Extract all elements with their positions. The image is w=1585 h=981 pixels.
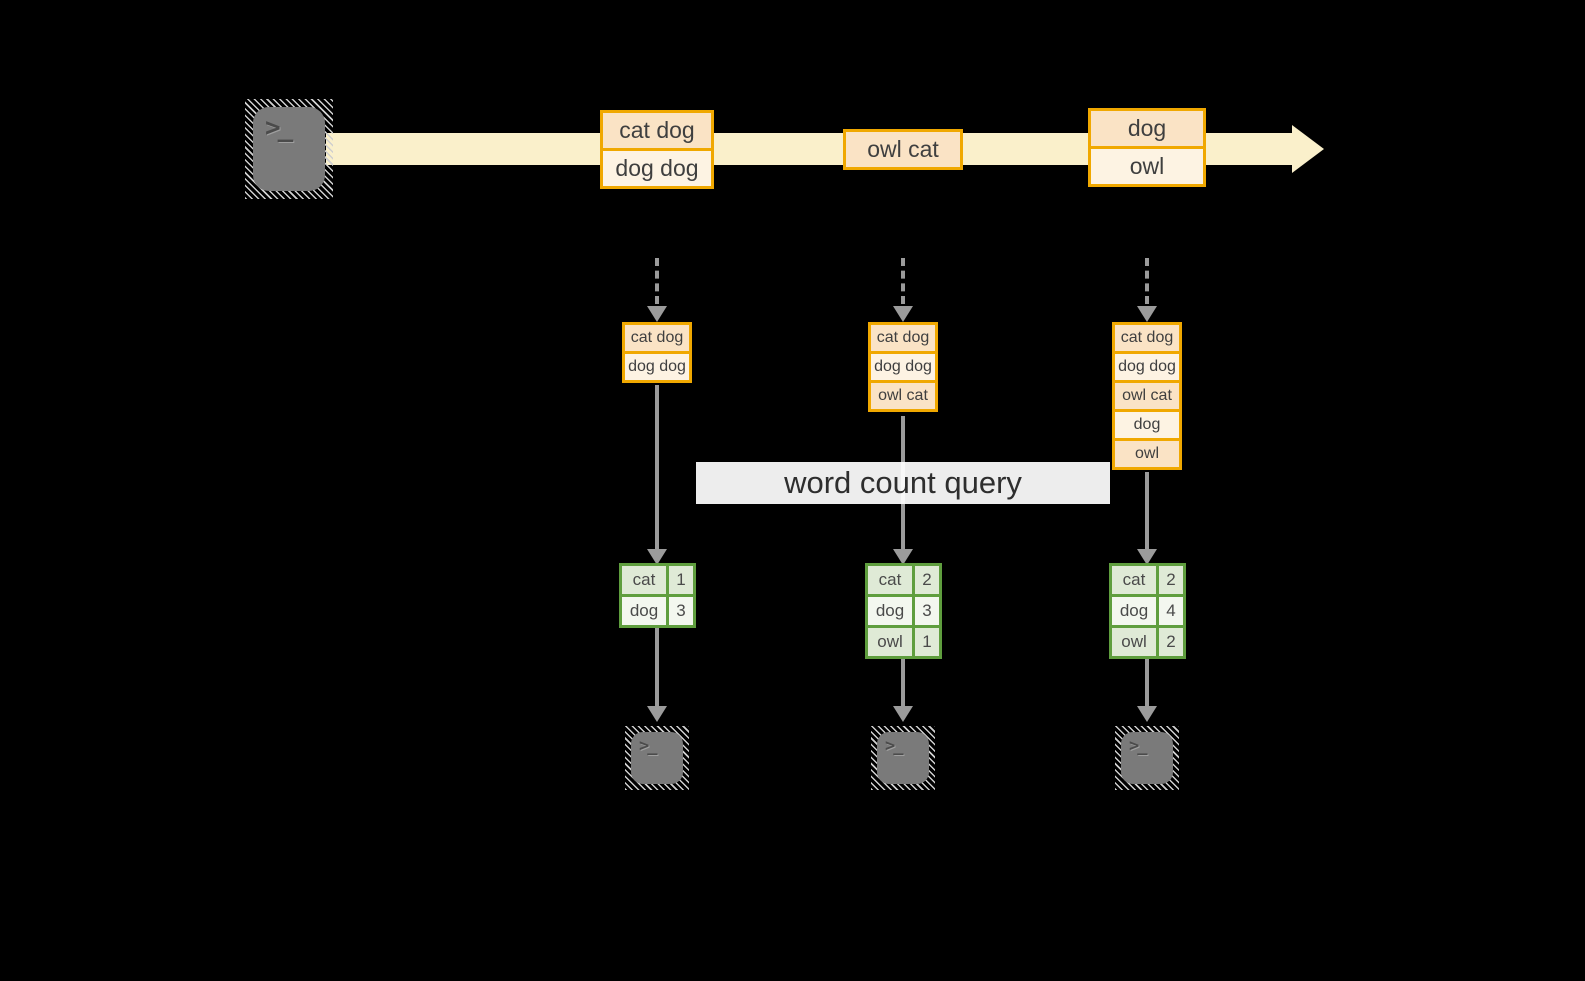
stream-batch-1: cat dog dog dog [600,110,714,189]
table-row: dog 3 [622,597,693,625]
count-table-1: cat 1 dog 3 [619,563,696,628]
arrowhead-icon [647,549,667,565]
count-cell: 4 [1159,597,1183,625]
word-cell: dog [1112,597,1156,625]
state-box-2: cat dog dog dog owl cat [868,322,938,412]
terminal-sink-icon: >_ [1115,726,1179,790]
word-cell: owl [1112,628,1156,656]
count-cell: 2 [1159,628,1183,656]
arrowhead-icon [647,306,667,322]
terminal-sink-icon: >_ [871,726,935,790]
terminal-window: >_ [631,732,683,784]
table-row: owl 2 [1112,628,1183,656]
arrowhead-icon [893,549,913,565]
count-cell: 1 [669,566,693,594]
stream-batch-2: owl cat [843,129,963,170]
count-cell: 1 [915,628,939,656]
terminal-source-icon: >_ [245,99,333,199]
terminal-prompt-icon: >_ [1129,736,1148,756]
terminal-prompt-icon: >_ [885,736,904,756]
batch-row: owl cat [846,132,960,167]
word-cell: dog [622,597,666,625]
count-cell: 2 [915,566,939,594]
arrowhead-icon [1137,306,1157,322]
table-row: dog 4 [1112,597,1183,625]
state-row: dog dog [1115,354,1179,380]
arrowhead-icon [1137,549,1157,565]
arrowhead-icon [893,306,913,322]
count-table-2: cat 2 dog 3 owl 1 [865,563,942,659]
count-cell: 3 [669,597,693,625]
terminal-window: >_ [253,107,325,191]
arrowhead-icon [893,706,913,722]
word-cell: cat [1112,566,1156,594]
state-row: dog dog [625,354,689,380]
query-label-text: word count query [784,465,1022,500]
arrowhead-icon [647,706,667,722]
state-box-1: cat dog dog dog [622,322,692,383]
word-cell: cat [622,566,666,594]
table-row: dog 3 [868,597,939,625]
state-box-3: cat dog dog dog owl cat dog owl [1112,322,1182,470]
state-row: cat dog [871,325,935,351]
count-cell: 3 [915,597,939,625]
table-row: cat 1 [622,566,693,594]
stream-arrow-head-icon [1292,125,1324,173]
state-row: dog dog [871,354,935,380]
terminal-prompt-icon: >_ [265,113,293,143]
batch-row: dog [1091,111,1203,146]
terminal-window: >_ [1121,732,1173,784]
state-row: cat dog [625,325,689,351]
state-row: owl cat [871,383,935,409]
batch-row: dog dog [603,151,711,186]
count-cell: 2 [1159,566,1183,594]
query-label: word count query [696,462,1110,504]
word-cell: dog [868,597,912,625]
state-row: dog [1115,412,1179,438]
table-row: owl 1 [868,628,939,656]
batch-row: owl [1091,149,1203,184]
state-row: cat dog [1115,325,1179,351]
stream-batch-3: dog owl [1088,108,1206,187]
word-cell: owl [868,628,912,656]
batch-row: cat dog [603,113,711,148]
terminal-sink-icon: >_ [625,726,689,790]
arrowhead-icon [1137,706,1157,722]
table-row: cat 2 [868,566,939,594]
state-row: owl [1115,441,1179,467]
terminal-window: >_ [877,732,929,784]
word-cell: cat [868,566,912,594]
state-row: owl cat [1115,383,1179,409]
count-table-3: cat 2 dog 4 owl 2 [1109,563,1186,659]
terminal-prompt-icon: >_ [639,736,658,756]
table-row: cat 2 [1112,566,1183,594]
